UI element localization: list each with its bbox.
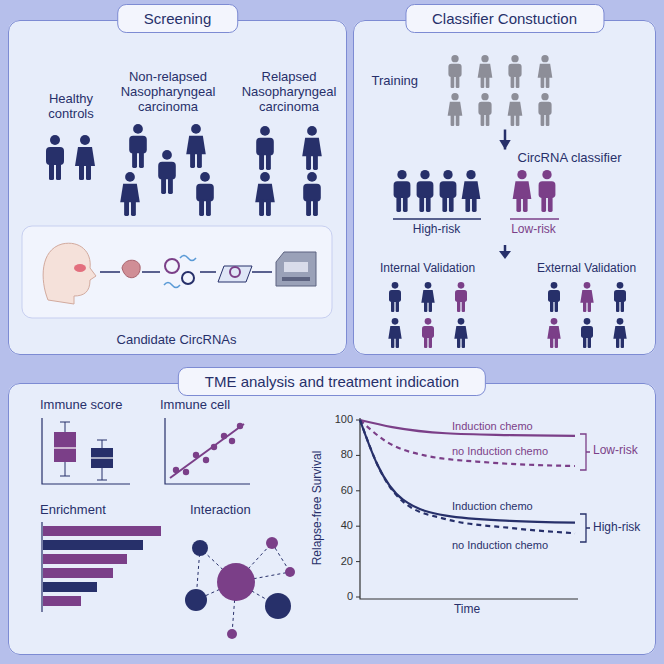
classifier-group: CircRNA classifierHigh-risk Low-risk: [388, 150, 620, 242]
person-icon: [75, 135, 95, 180]
plot-label: High-risk: [593, 521, 640, 535]
pipeline-illustration: [43, 243, 316, 304]
axis-tick: 0: [323, 590, 353, 603]
validation-group: Internal Validation: [368, 258, 488, 352]
panel-title: Screening: [117, 4, 239, 33]
panel-fill: [8, 20, 347, 355]
plot-label: Low-risk: [593, 444, 638, 458]
person-icon: [186, 124, 206, 168]
plot-label: no Induction chemo: [452, 539, 548, 552]
person-icon: [303, 172, 321, 216]
panel-title: Classifier Constuction: [405, 4, 604, 33]
group-label: High-risk: [413, 223, 460, 237]
person-icon: [462, 170, 481, 212]
group-label: CircRNA classifier: [518, 151, 622, 166]
panel-fill: [353, 20, 656, 355]
validation-group: External Validation: [525, 258, 650, 352]
plot-label: Relapse-free Survival: [311, 451, 325, 566]
plot-label: Time: [454, 603, 480, 617]
person-icon: [455, 282, 467, 312]
person-icon: [448, 93, 463, 126]
person-icon: [613, 318, 626, 348]
person-icon: [454, 318, 467, 348]
person-icon: [422, 318, 434, 348]
person-icon: [448, 55, 461, 88]
person-icon: [538, 93, 551, 126]
person-icon: [440, 170, 457, 212]
person-icon: [547, 318, 560, 348]
person-icon: [302, 126, 322, 170]
axis-tick: 80: [323, 448, 353, 461]
survival-plot: [356, 418, 590, 599]
pipeline-box: [22, 226, 332, 318]
plot-label: Induction chemo: [452, 420, 533, 433]
person-icon: [389, 282, 401, 312]
flow-arrow: [504, 130, 507, 150]
person-icon: [581, 318, 593, 348]
group-label: Relapsed Nasopharyngeal carcinoma: [233, 70, 345, 115]
person-icon: [388, 318, 401, 348]
training-group: Training: [368, 48, 573, 130]
panel-fill: [8, 383, 656, 655]
plot-label: Induction chemo: [452, 500, 533, 513]
person-icon: [46, 135, 64, 180]
chart-label: Immune cell: [160, 398, 230, 413]
person-icon: [548, 282, 560, 312]
person-icon: [120, 172, 140, 216]
pipeline-group: Candidate CircRNAs: [22, 226, 332, 350]
chart-label: Enrichment: [40, 503, 106, 518]
arrow-shaft: [504, 245, 507, 252]
axis-tick: 100: [323, 413, 353, 426]
person-icon: [478, 93, 491, 126]
person-icon: [394, 170, 411, 212]
person-icon: [614, 282, 626, 312]
axis-tick: 40: [323, 519, 353, 532]
plot-label: no Induction chemo: [452, 445, 548, 458]
person-icon: [158, 150, 176, 194]
axis-tick: 20: [323, 555, 353, 568]
person-icon: [417, 170, 434, 212]
person-icon: [129, 124, 147, 168]
section-panel: Classifier ConstuctionTrainingCircRNA cl…: [353, 20, 656, 355]
panel-title: TME analysis and treatment indication: [178, 367, 486, 396]
group-label: Training: [372, 74, 418, 89]
section-panel: TME analysis and treatment indication: [8, 383, 656, 655]
person-icon: [508, 93, 523, 126]
person-icon: [539, 170, 556, 212]
person-icon: [196, 172, 214, 216]
person-icon: [478, 55, 493, 88]
group-label: Healthy controls: [40, 92, 102, 122]
person-icon: [256, 126, 274, 170]
chart-label: Immune score: [40, 398, 122, 413]
group-label: External Validation: [537, 262, 636, 276]
person-icon: [421, 282, 434, 312]
person-icon: [580, 282, 593, 312]
group-label: Low-risk: [511, 223, 556, 237]
person-icon: [513, 170, 532, 212]
group-label: Non-relapsed Nasopharyngeal carcinoma: [112, 70, 224, 115]
arrow-head: [499, 251, 511, 259]
person-icon: [538, 55, 553, 88]
group-label: Candidate CircRNAs: [117, 333, 237, 348]
person-icon: [255, 172, 275, 216]
person-icon: [508, 55, 521, 88]
chart-label: Interaction: [190, 503, 251, 518]
axis-tick: 60: [323, 484, 353, 497]
tme-charts: [42, 418, 295, 639]
group-label: Internal Validation: [380, 262, 475, 276]
